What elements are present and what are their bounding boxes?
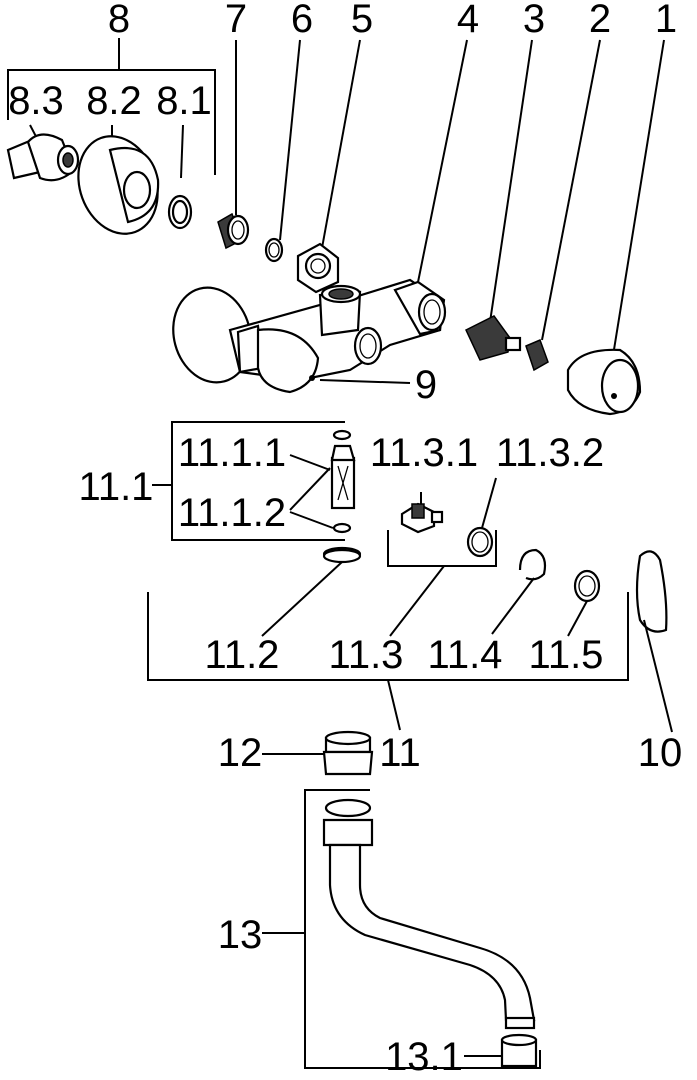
label-11-1-1: 11.1.1 <box>178 431 286 475</box>
part-5-nut <box>296 242 340 294</box>
label-5: 5 <box>351 0 373 41</box>
part-13-1-aerator <box>464 1033 538 1068</box>
part-8-3-connector <box>6 133 80 182</box>
group-11-bracket <box>147 592 629 731</box>
part-3-cartridge <box>465 315 522 361</box>
label-2: 2 <box>589 0 611 41</box>
part-11-2-ring <box>261 548 362 637</box>
part-9-valve-body <box>172 278 447 394</box>
group-11-1-bracket <box>152 421 345 541</box>
top-leaders <box>7 38 665 384</box>
part-11-3-1-valve <box>400 502 444 534</box>
label-6: 6 <box>291 0 313 41</box>
label-12: 12 <box>218 731 263 775</box>
label-11: 11 <box>379 731 421 775</box>
label-8: 8 <box>108 0 130 41</box>
part-8-1-ring <box>167 194 193 230</box>
label-11-3: 11.3 <box>329 633 404 677</box>
part-6-washer <box>264 237 284 263</box>
label-7: 7 <box>225 0 247 41</box>
part-7-nipple <box>217 212 250 250</box>
label-9: 9 <box>415 363 437 407</box>
label-11-5: 11.5 <box>529 633 604 677</box>
label-11-3-2: 11.3.2 <box>496 431 604 475</box>
label-11-1: 11.1 <box>79 465 154 509</box>
label-13-1: 13.1 <box>385 1035 463 1079</box>
label-11-4: 11.4 <box>428 633 503 677</box>
part-1-handle <box>566 348 642 416</box>
label-11-2: 11.2 <box>205 633 280 677</box>
label-11-1-2: 11.1.2 <box>178 491 286 535</box>
part-13-spout <box>262 789 541 1069</box>
label-1: 1 <box>655 0 677 41</box>
part-2-spindle <box>525 338 549 372</box>
label-4: 4 <box>457 0 479 41</box>
label-13: 13 <box>218 913 263 957</box>
group-11-3-bracket <box>387 477 497 637</box>
label-8-3: 8.3 <box>8 79 64 123</box>
part-10-lever <box>635 550 673 733</box>
label-3: 3 <box>523 0 545 41</box>
part-labels: 8 7 6 5 4 3 2 1 8.3 8.2 8.1 9 11.1 11.1.… <box>8 0 682 1079</box>
label-8-1: 8.1 <box>156 79 212 123</box>
label-8-2: 8.2 <box>86 79 142 123</box>
part-11-4-clip <box>491 548 547 635</box>
part-8-2-rosette <box>77 135 160 235</box>
label-11-3-1: 11.3.1 <box>370 431 478 475</box>
part-11-5-ring <box>567 569 601 637</box>
part-11-3-2-ring <box>466 526 494 558</box>
label-10: 10 <box>638 731 683 775</box>
part-12-adapter <box>262 730 374 776</box>
